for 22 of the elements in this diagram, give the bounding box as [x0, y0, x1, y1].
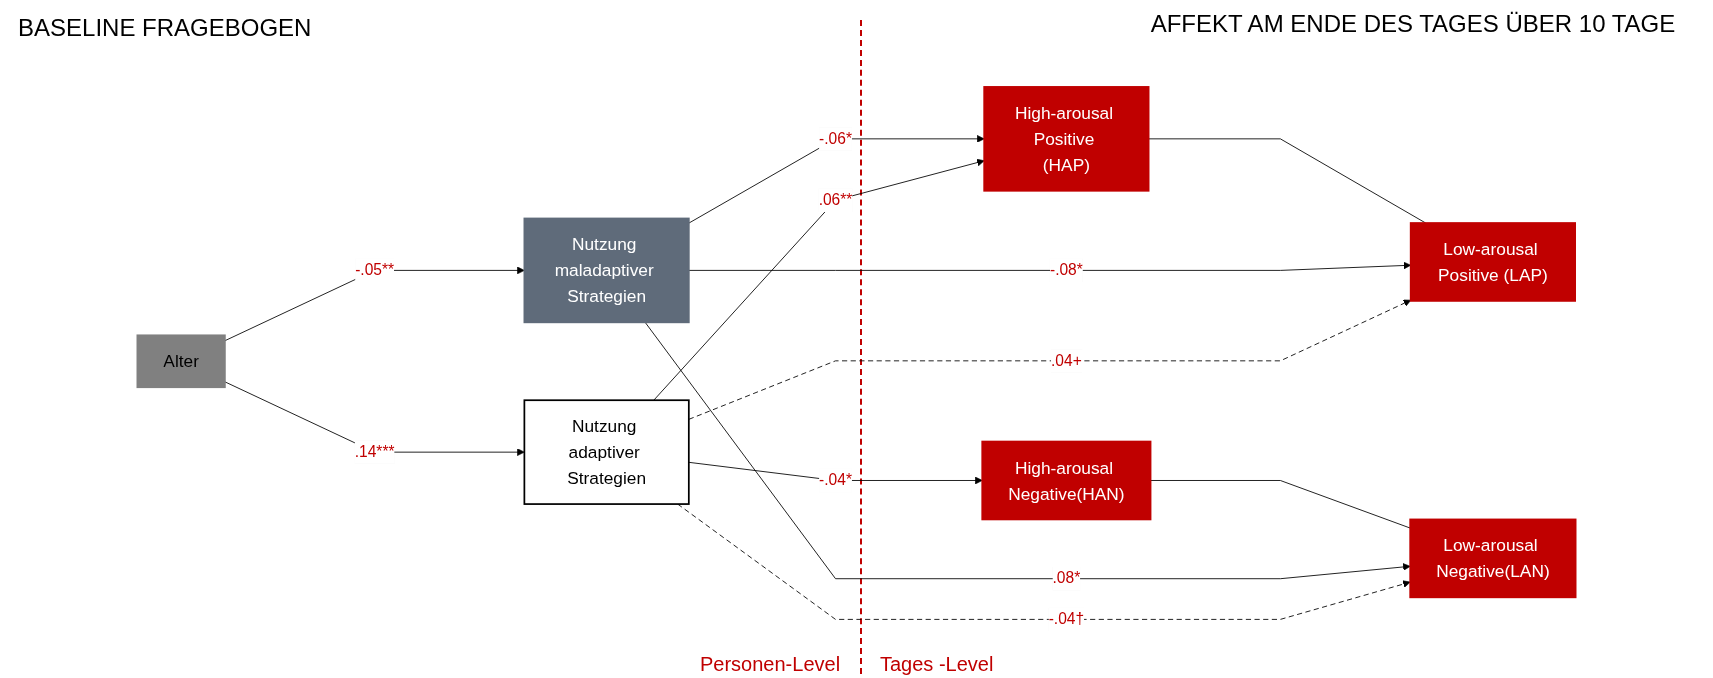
node-box: Low-arousal Negative(LAN) — [1409, 518, 1577, 599]
node-box: High-arousal Positive (HAP) — [983, 86, 1150, 192]
node-box: Nutzung maladaptiver Strategien — [523, 217, 690, 324]
edge-label: -.04* — [819, 471, 852, 489]
node-box: Low-arousal Positive (LAP) — [1409, 222, 1576, 302]
edge-label: -.05** — [355, 261, 395, 279]
level-label: Personen-Level — [700, 653, 841, 676]
edge-label: -.08* — [1049, 261, 1083, 279]
node-box: Alter — [136, 334, 226, 389]
section-heading: BASELINE FRAGEBOGEN — [18, 14, 312, 42]
node-box: Nutzung adaptiver Strategien — [523, 399, 690, 505]
section-heading: AFFEKT AM ENDE DES TAGES ÜBER 10 TAGE — [1149, 10, 1677, 38]
connector — [1148, 138, 1427, 224]
edge-label: .14*** — [354, 443, 395, 461]
edge-label: .04+ — [1051, 351, 1082, 370]
node-box: High-arousal Negative(HAN) — [981, 440, 1152, 521]
edge-label: .08* — [1052, 569, 1081, 587]
edge-label: .06** — [818, 191, 853, 209]
edge-label: -.06* — [819, 129, 852, 148]
level-label: Tages -Level — [880, 653, 994, 676]
edge-label: -.04† — [1048, 610, 1085, 628]
connector — [1150, 480, 1411, 529]
